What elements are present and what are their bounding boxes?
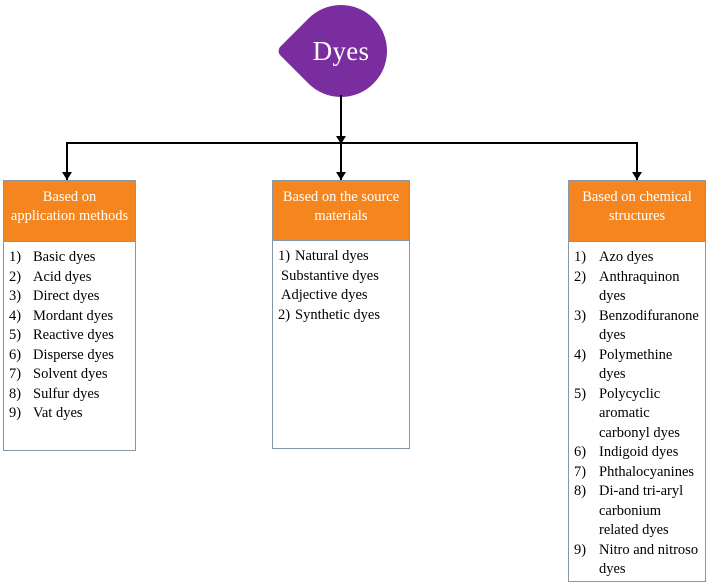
- list-item-label: Synthetic dyes: [295, 306, 380, 323]
- list-item-label: Di-and tri-aryl carbonium related dyes: [599, 483, 684, 538]
- connector-branch-center-arrowhead: [336, 172, 346, 180]
- category-list-source-materials: 1) Natural dyes Substantive dyes Adjecti…: [273, 241, 409, 331]
- list-item-number: 2): [574, 268, 587, 285]
- category-list-chemical-structures: 1) Azo dyes 2) Anthraquinon dyes 3) Benz…: [569, 242, 705, 586]
- list-item: 6) Indigoid dyes: [574, 443, 701, 463]
- list-item-number: 1): [278, 248, 291, 264]
- list-item: Substantive dyes: [278, 267, 405, 287]
- list-item-label: Adjective dyes: [281, 287, 368, 303]
- list-item: 9) Nitro and nitroso dyes: [574, 541, 701, 580]
- connector-stem-arrowhead: [336, 136, 346, 144]
- list-item: 6) Disperse dyes: [9, 346, 131, 366]
- list-item-label: Anthraquinon dyes: [599, 268, 680, 305]
- category-list-application-methods: 1) Basic dyes 2) Acid dyes 3) Direct dye…: [4, 242, 135, 430]
- list-item: 1) Natural dyes: [278, 247, 405, 267]
- list-item-label: Disperse dyes: [33, 346, 114, 363]
- list-item-label: Azo dyes: [599, 249, 654, 265]
- list-item-number: 6): [9, 346, 22, 363]
- category-box-application-methods: Based on application methods 1) Basic dy…: [3, 180, 136, 451]
- list-item-number: 4): [9, 307, 22, 324]
- connector-branch-center: [340, 142, 342, 180]
- list-item-label: Natural dyes: [295, 248, 369, 264]
- list-item: 1) Basic dyes: [9, 248, 131, 268]
- list-item: 1) Azo dyes: [574, 248, 701, 268]
- list-item: 4) Polymethine dyes: [574, 346, 701, 385]
- category-header-chemical-structures: Based on chemical structures: [569, 181, 705, 242]
- list-item-label: Reactive dyes: [33, 327, 114, 343]
- list-item-label: Indigoid dyes: [599, 444, 679, 460]
- list-item-label: Acid dyes: [33, 268, 92, 285]
- list-item-label: Polycyclic aromatic carbonyl dyes: [599, 385, 680, 441]
- list-item-number: 9): [574, 541, 587, 558]
- list-item-number: 3): [574, 307, 587, 324]
- list-item: 5) Reactive dyes: [9, 326, 131, 346]
- list-item-label: Solvent dyes: [33, 366, 108, 382]
- list-item-number: 4): [574, 346, 587, 363]
- list-item-number: 7): [9, 366, 22, 382]
- category-box-source-materials: Based on the source materials 1) Natural…: [272, 180, 410, 449]
- connector-horizontal-bus: [66, 142, 638, 144]
- list-item-number: 9): [9, 405, 22, 421]
- connector-branch-left-arrowhead: [62, 172, 72, 180]
- list-item-number: 8): [9, 385, 22, 402]
- list-item-number: 1): [574, 249, 587, 265]
- list-item: 7) Solvent dyes: [9, 365, 131, 385]
- root-node-label: Dyes: [312, 35, 370, 66]
- connector-branch-left: [66, 142, 68, 180]
- list-item: 5) Polycyclic aromatic carbonyl dyes: [574, 385, 701, 444]
- list-item-label: Benzodifuranone dyes: [599, 307, 699, 344]
- list-item: 4) Mordant dyes: [9, 307, 131, 327]
- list-item-label: Basic dyes: [33, 249, 96, 265]
- list-item-number: 7): [574, 463, 587, 480]
- connector-branch-right-arrowhead: [632, 172, 642, 180]
- list-item-label: Polymethine dyes: [599, 346, 673, 383]
- list-item: 7) Phthalocyanines: [574, 463, 701, 483]
- list-item: 3) Benzodifuranone dyes: [574, 307, 701, 346]
- connector-stem-vertical: [340, 95, 342, 143]
- list-item-number: 5): [9, 327, 22, 343]
- list-item-label: Sulfur dyes: [33, 385, 100, 402]
- connector-branch-right: [636, 142, 638, 180]
- list-item-number: 1): [9, 249, 22, 265]
- list-item-number: 5): [574, 385, 587, 402]
- list-item: 3) Direct dyes: [9, 287, 131, 307]
- list-item-label: Phthalocyanines: [599, 463, 695, 480]
- list-item: 9) Vat dyes: [9, 404, 131, 424]
- list-item-label: Mordant dyes: [33, 307, 114, 324]
- list-item-number: 2): [278, 306, 291, 323]
- list-item-number: 6): [574, 444, 587, 460]
- list-item-label: Vat dyes: [33, 405, 83, 421]
- list-item-number: 3): [9, 288, 22, 304]
- root-node-dyes: Dyes: [275, 0, 407, 117]
- list-item-label: Direct dyes: [33, 288, 100, 304]
- category-header-application-methods: Based on application methods: [4, 181, 135, 242]
- list-item-label: Substantive dyes: [281, 267, 379, 284]
- list-item: Adjective dyes: [278, 286, 405, 306]
- list-item: 8) Di-and tri-aryl carbonium related dye…: [574, 482, 701, 541]
- list-item: 2) Synthetic dyes: [278, 306, 405, 326]
- list-item-label: Nitro and nitroso dyes: [599, 541, 699, 578]
- category-box-chemical-structures: Based on chemical structures 1) Azo dyes…: [568, 180, 706, 582]
- list-item-number: 8): [574, 483, 587, 499]
- category-header-source-materials: Based on the source materials: [273, 181, 409, 241]
- list-item: 2) Anthraquinon dyes: [574, 268, 701, 307]
- list-item-number: 2): [9, 268, 22, 285]
- list-item: 2) Acid dyes: [9, 268, 131, 288]
- list-item: 8) Sulfur dyes: [9, 385, 131, 405]
